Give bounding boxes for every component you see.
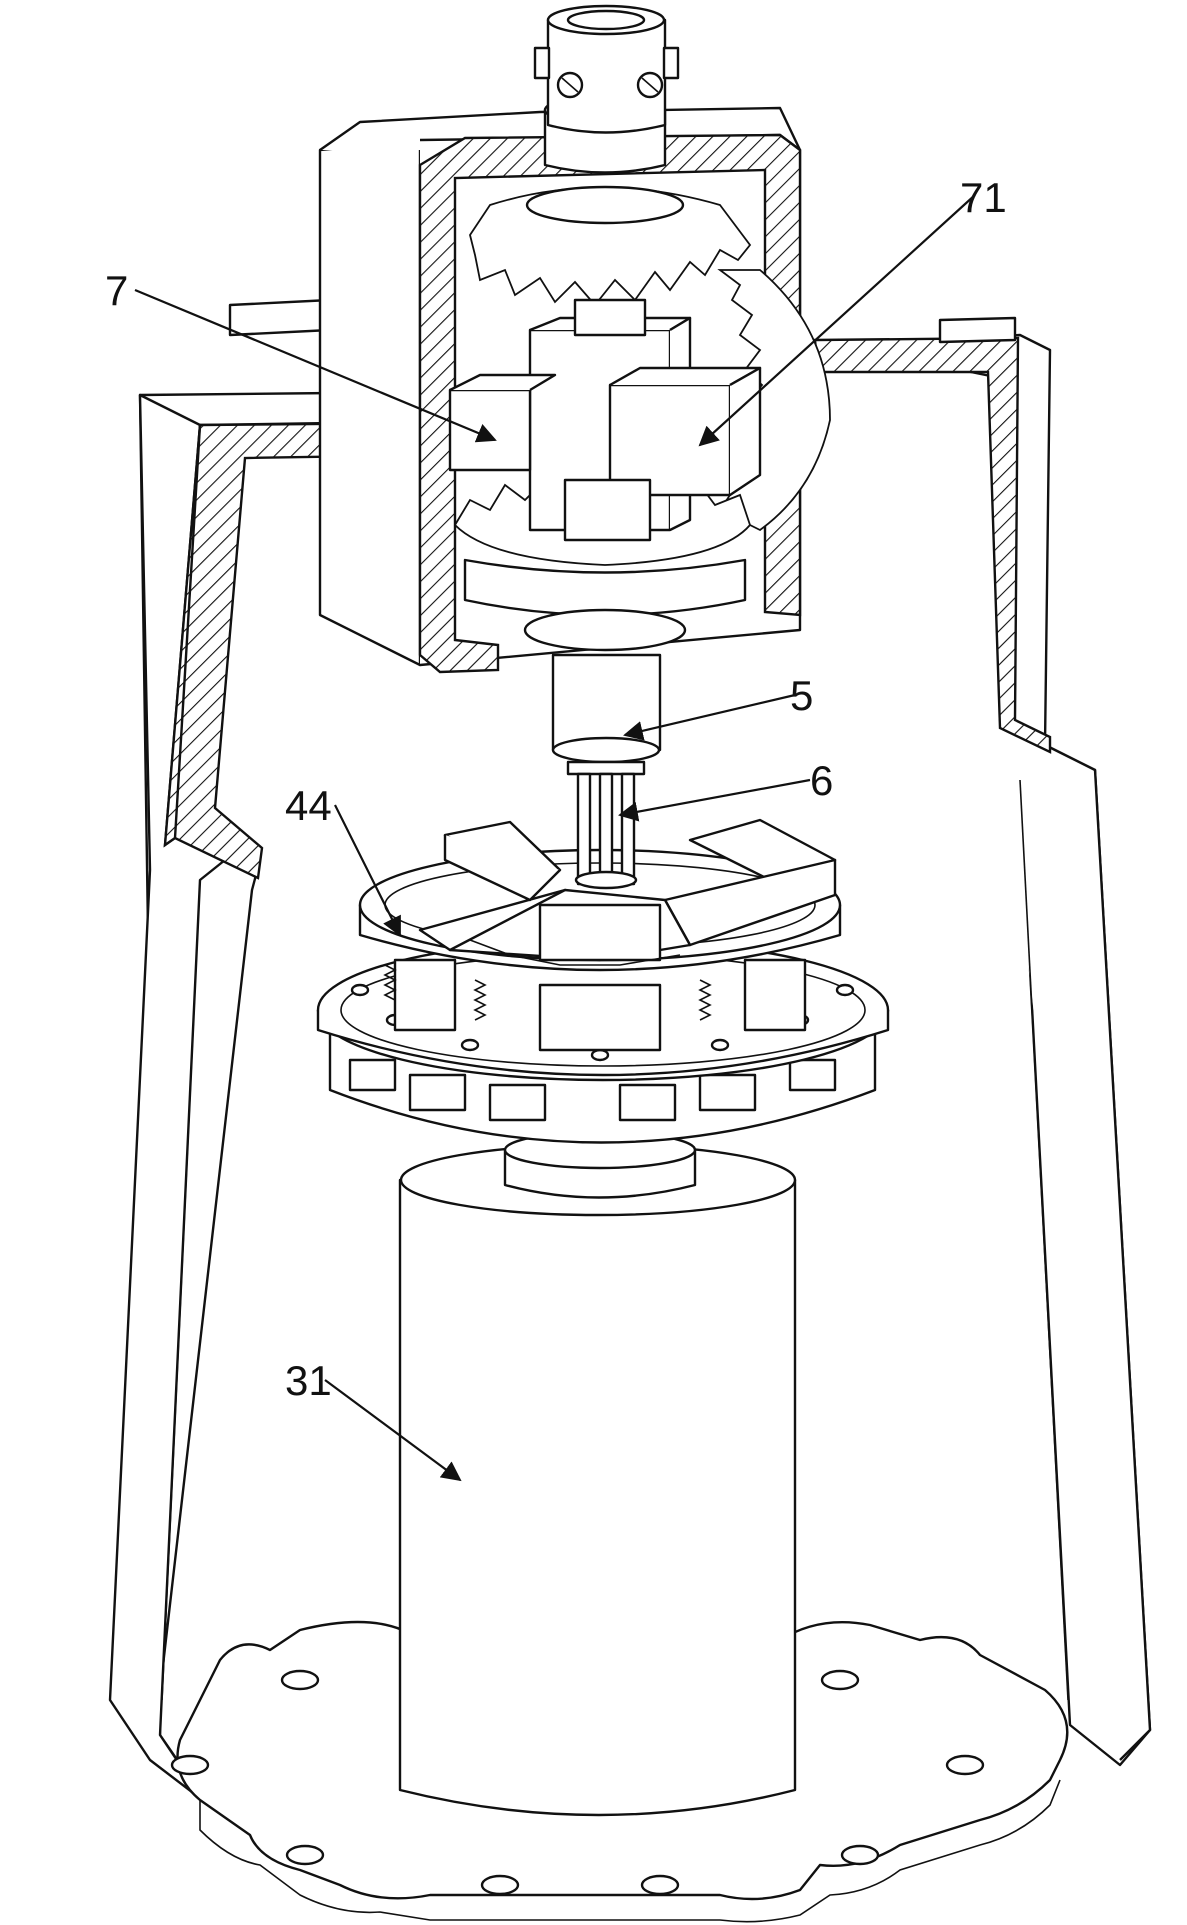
callout-labels: 7 71 5 6 44 31 [105, 174, 1007, 1404]
collar-screws [556, 71, 664, 99]
label-6: 6 [810, 757, 833, 804]
leader-31 [324, 1379, 462, 1482]
leader-7 [134, 288, 497, 443]
cross-clamp [418, 818, 837, 962]
spindle-rods [576, 772, 636, 886]
frame [108, 298, 1152, 1804]
label-44: 44 [285, 782, 332, 829]
table-slots [348, 1058, 837, 1122]
rotary-table [316, 818, 890, 1144]
label-7: 7 [105, 267, 128, 314]
label-71: 71 [960, 174, 1007, 221]
base-plate-holes [170, 1669, 985, 1896]
leader-lines [134, 194, 976, 1482]
leader-6 [618, 778, 811, 822]
motor-body [398, 1130, 797, 1817]
leader-71 [698, 194, 976, 447]
leader-5 [623, 693, 796, 741]
leader-44 [334, 804, 401, 937]
bevel-gear-top [469, 185, 752, 307]
label-31: 31 [285, 1357, 332, 1404]
label-5: 5 [790, 672, 813, 719]
spring-blocks [383, 958, 807, 1052]
